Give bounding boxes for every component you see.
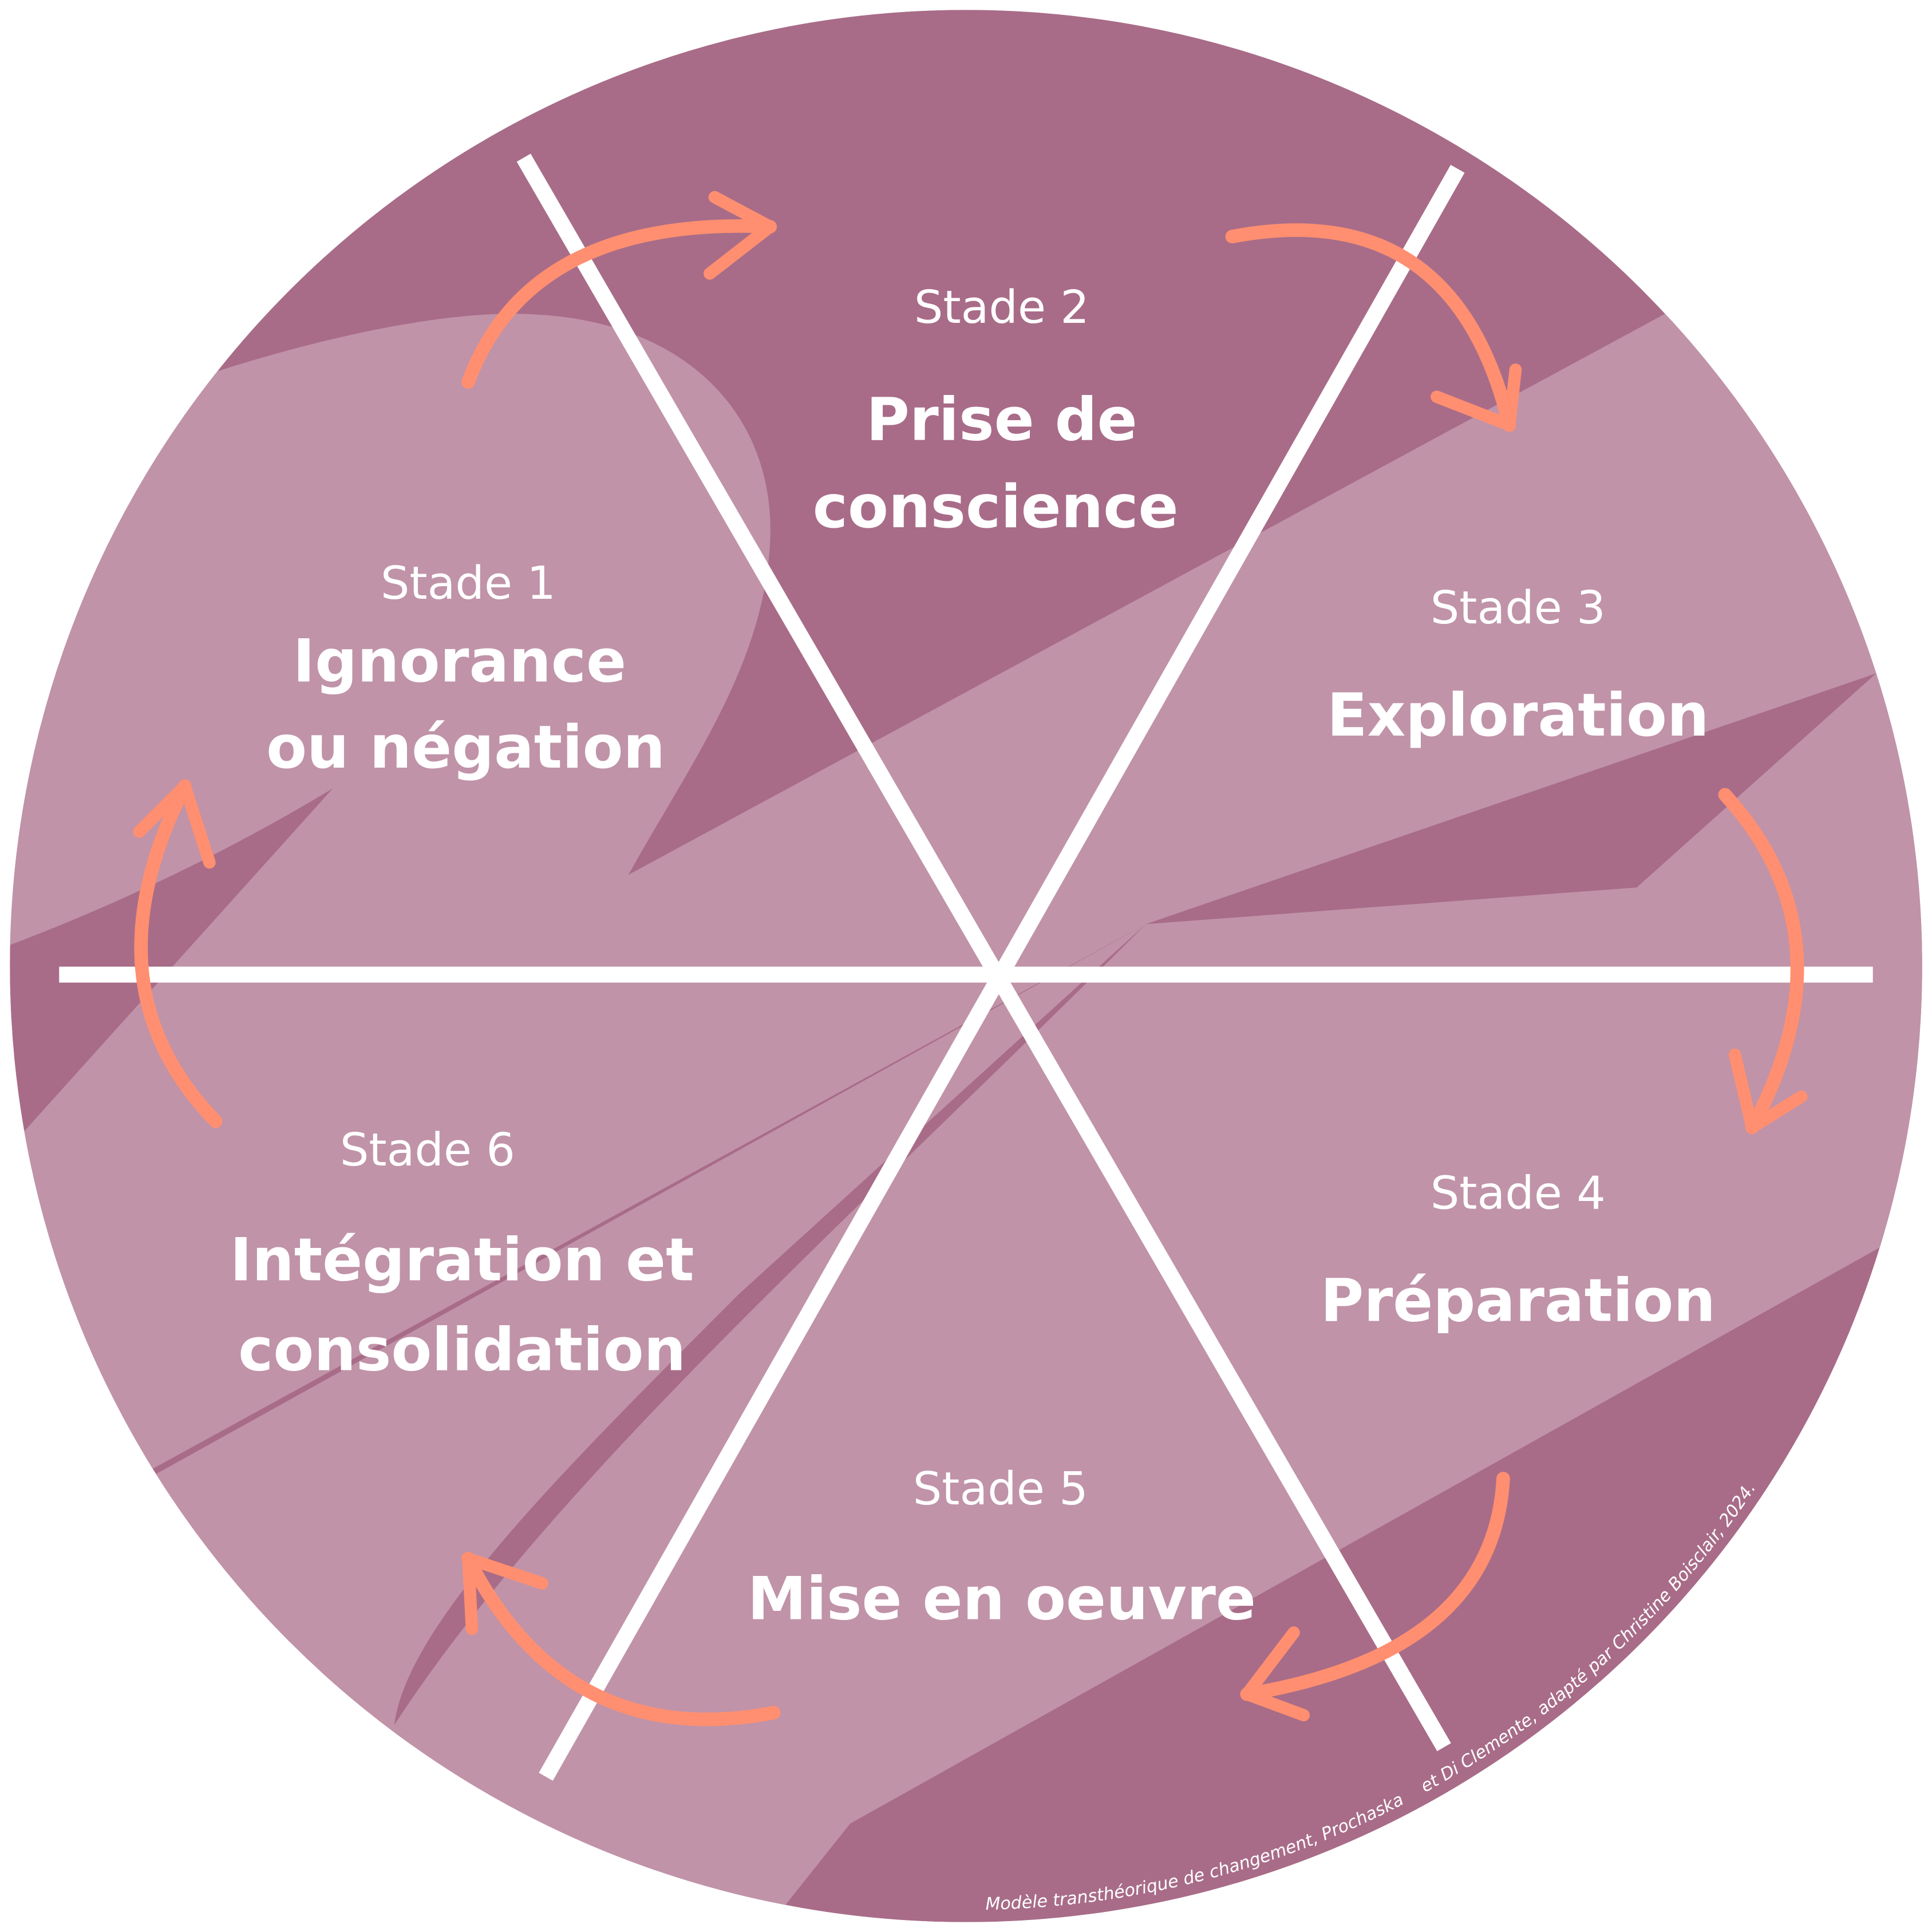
stage-number: Stade 2 [914, 280, 1089, 334]
stage-number: Stade 6 [340, 1123, 515, 1176]
stage-name: Ignorance [293, 627, 626, 696]
stage-name: consolidation [238, 1315, 686, 1384]
stage-number: Stade 1 [381, 556, 556, 610]
arrow-icon [1718, 788, 1808, 1135]
stage-number: Stade 3 [1431, 581, 1606, 634]
stage-5: Stade 5 Mise en oeuvre [748, 1462, 1256, 1633]
stage-number: Stade 4 [1431, 1167, 1606, 1220]
arrow-icon [461, 1551, 781, 1726]
stage-name: Intégration et [230, 1226, 694, 1294]
stage-6: Stade 6 Intégration et consolidation [230, 1123, 694, 1384]
arrow-icon [1240, 1472, 1510, 1721]
stage-4: Stade 4 Préparation [1321, 1167, 1716, 1336]
background-band [10, 308, 1922, 1553]
stage-name: Préparation [1321, 1266, 1716, 1335]
stage-2: Stade 2 Prise de conscience [813, 280, 1179, 542]
divider-line [539, 164, 1465, 1781]
background-band [394, 862, 1922, 1922]
stage-name: ou négation [266, 713, 665, 782]
arrow-icon [133, 779, 223, 1128]
stage-number: Stade 5 [913, 1462, 1088, 1515]
arrow-icon [1225, 223, 1522, 432]
stage-3: Stade 3 Exploration [1327, 581, 1709, 750]
stage-name: conscience [813, 473, 1179, 542]
stage-name: Exploration [1327, 681, 1709, 750]
stage-1: Stade 1 Ignorance ou négation [266, 556, 665, 782]
cycle-arrows [133, 191, 1808, 1726]
stage-name: Prise de [866, 385, 1137, 454]
stage-name: Mise en oeuvre [748, 1564, 1256, 1633]
dividers [59, 153, 1873, 1781]
arrow-icon [461, 191, 777, 389]
divider-line [516, 153, 1451, 1752]
